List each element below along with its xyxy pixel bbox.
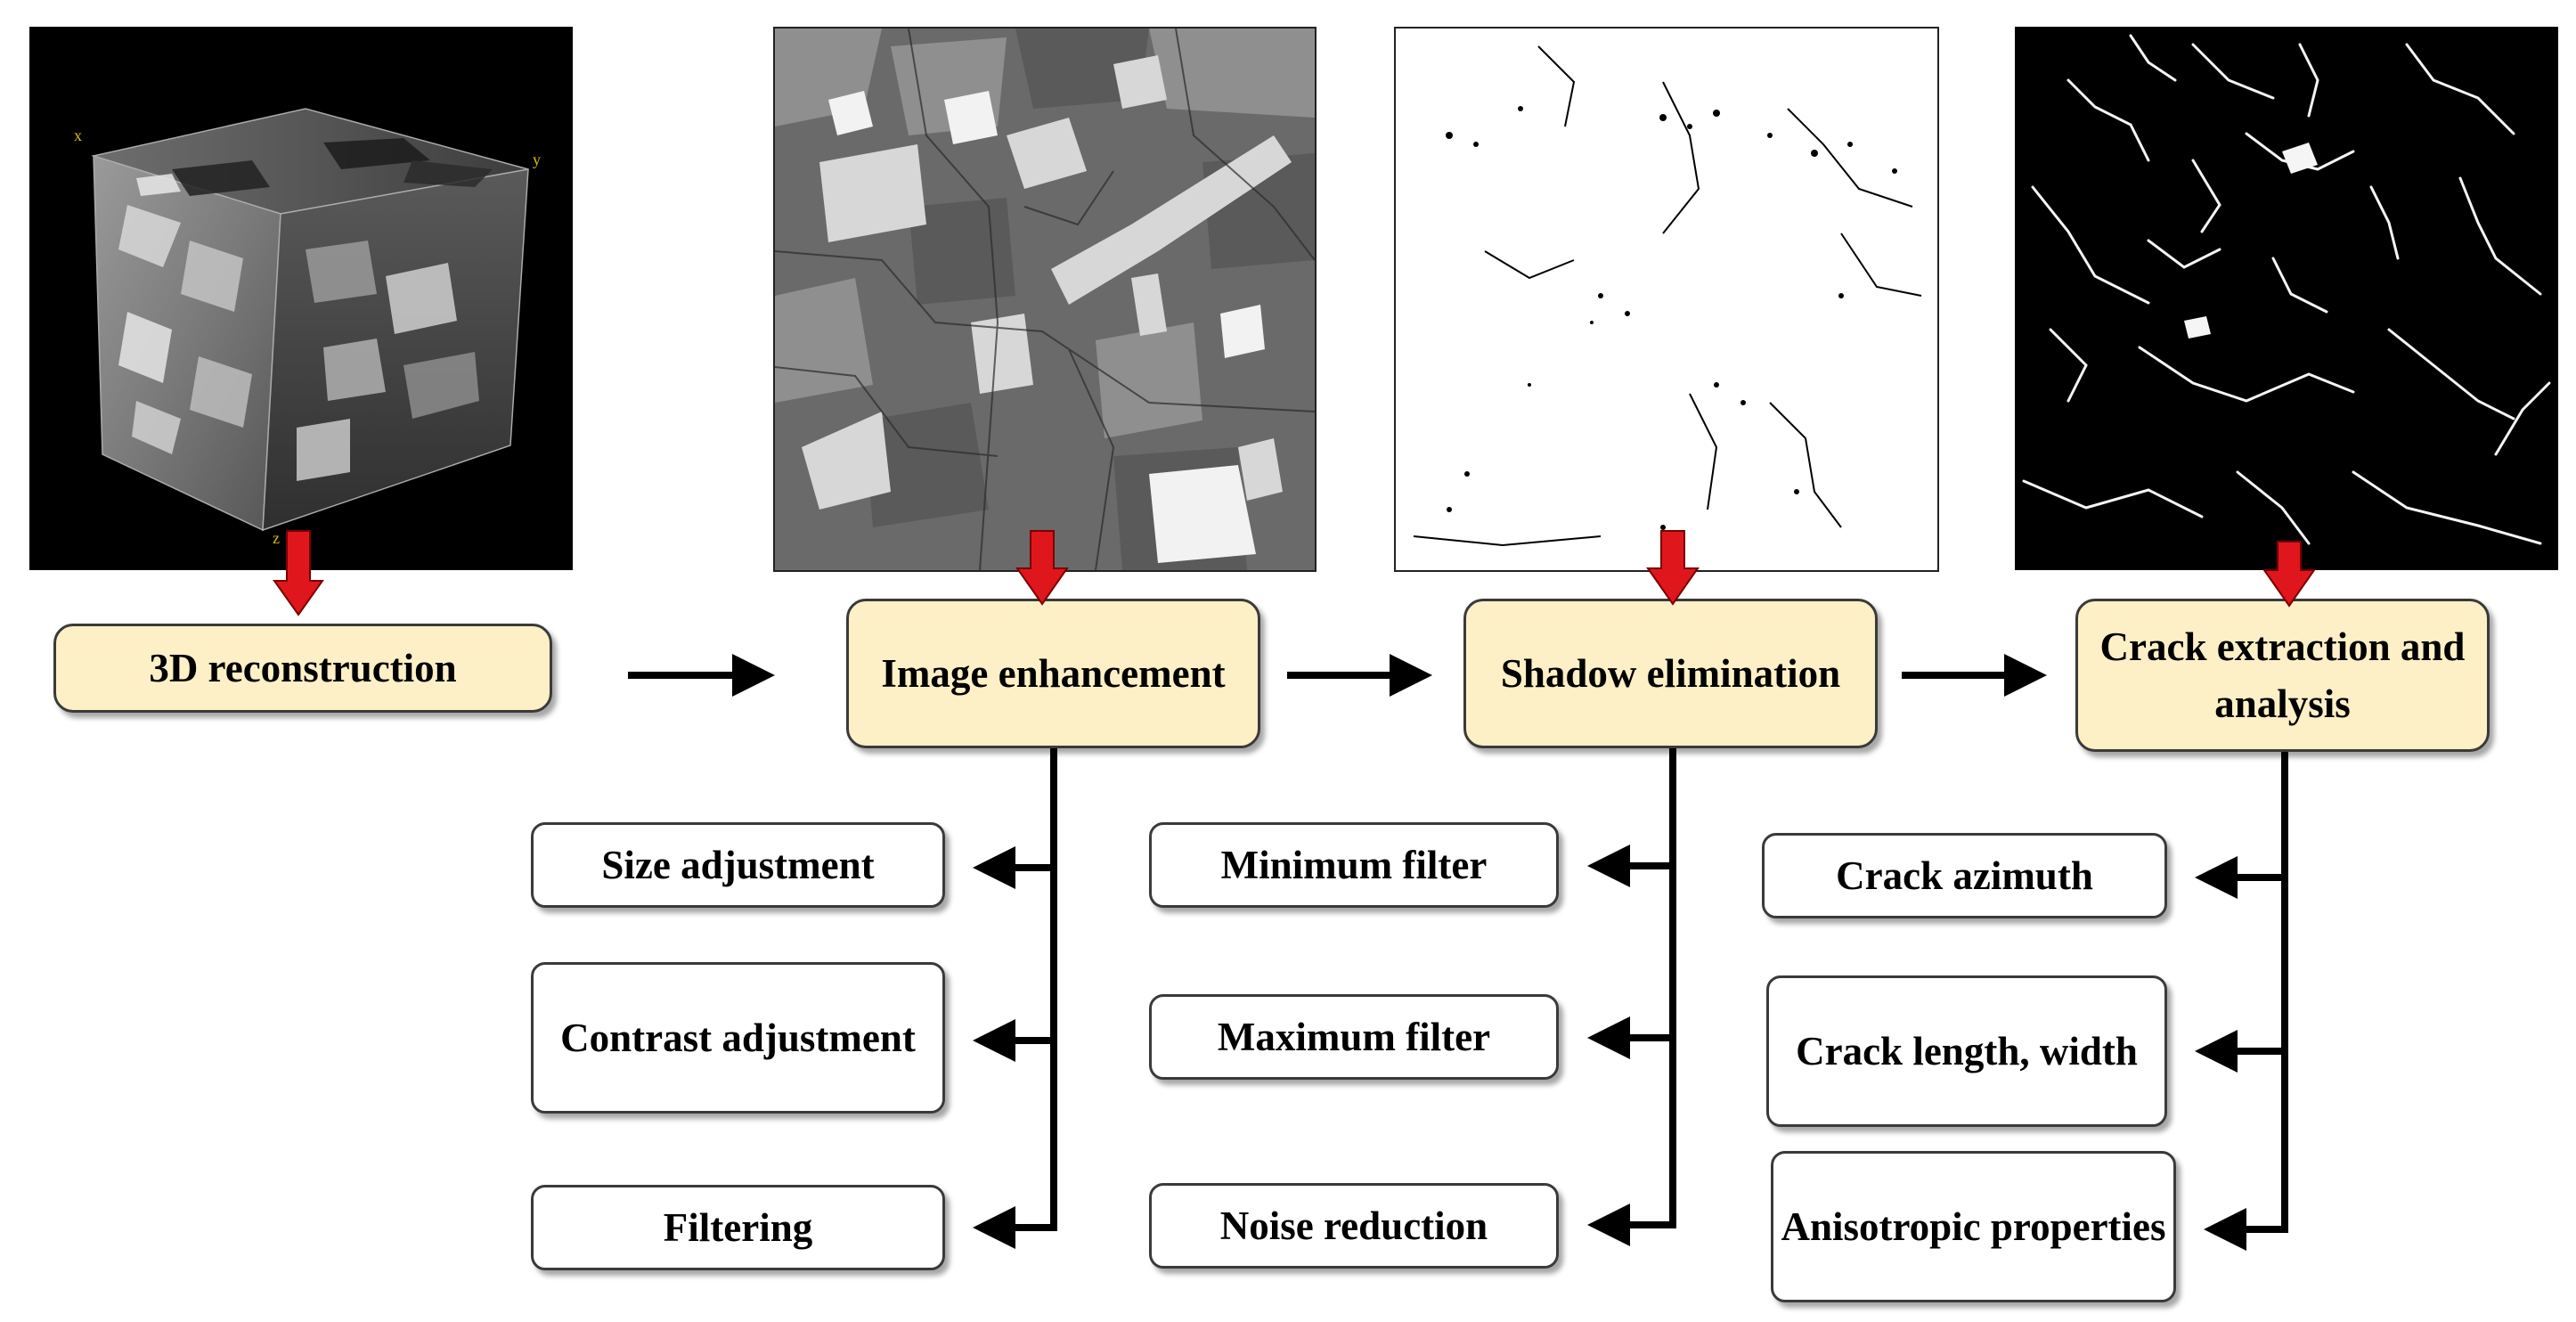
grain-texture-graphic	[775, 29, 1315, 570]
stage-shadow-elimination-label: Shadow elimination	[1500, 651, 1841, 696]
step-crack-length-width: Crack length, width	[1766, 975, 2167, 1127]
stage-3d-reconstruction-label: 3D reconstruction	[149, 646, 457, 690]
cube-axis-y: y	[533, 151, 541, 168]
step-crack-length-width-label: Crack length, width	[1796, 1029, 2138, 1073]
step-noise-reduction: Noise reduction	[1149, 1183, 1559, 1269]
cube-axis-x: x	[74, 126, 82, 144]
step-filtering: Filtering	[531, 1185, 945, 1270]
branch-shadow-trunk	[1612, 748, 1676, 1228]
branch-analysis-trunk	[2227, 752, 2288, 1233]
step-minimum-filter: Minimum filter	[1149, 822, 1559, 908]
red-down-arrow-4	[2262, 541, 2316, 608]
step-size-adjustment: Size adjustment	[531, 822, 945, 908]
cube-graphic: x y z	[74, 108, 541, 547]
cube-axis-z: z	[273, 529, 280, 547]
binarized-slice-image	[1394, 27, 1939, 572]
ct-volume-cube-image: x y z	[29, 27, 573, 570]
extracted-crack-network-image	[2015, 27, 2558, 570]
stage-image-enhancement-label: Image enhancement	[881, 651, 1226, 696]
stage-crack-extraction: Crack extraction and analysis	[2075, 599, 2490, 752]
step-anisotropic-properties: Anisotropic properties	[1771, 1151, 2176, 1302]
step-size-adjustment-label: Size adjustment	[601, 843, 875, 887]
step-filtering-label: Filtering	[663, 1205, 813, 1250]
branch-enhancement-trunk	[996, 748, 1057, 1231]
step-anisotropic-properties-label: Anisotropic properties	[1781, 1204, 2166, 1249]
red-down-arrow-2	[1015, 530, 1069, 606]
crack-network-graphic	[2022, 34, 2551, 545]
step-maximum-filter: Maximum filter	[1149, 994, 1559, 1080]
stage-shadow-elimination: Shadow elimination	[1463, 599, 1878, 748]
step-contrast-adjustment: Contrast adjustment	[531, 962, 945, 1114]
step-minimum-filter-label: Minimum filter	[1220, 843, 1488, 887]
stage-3d-reconstruction: 3D reconstruction	[53, 624, 552, 713]
binarized-texture-graphic	[1413, 45, 1922, 547]
stage-image-enhancement: Image enhancement	[846, 599, 1260, 748]
step-crack-azimuth: Crack azimuth	[1762, 833, 2167, 918]
red-down-arrow-1	[273, 530, 324, 616]
step-contrast-adjustment-label: Contrast adjustment	[560, 1016, 916, 1060]
red-down-arrow-3	[1646, 530, 1700, 606]
step-noise-reduction-label: Noise reduction	[1219, 1204, 1488, 1248]
step-maximum-filter-label: Maximum filter	[1217, 1015, 1491, 1059]
stage-crack-extraction-label: Crack extraction and analysis	[2099, 624, 2466, 726]
step-crack-azimuth-label: Crack azimuth	[1836, 853, 2093, 898]
